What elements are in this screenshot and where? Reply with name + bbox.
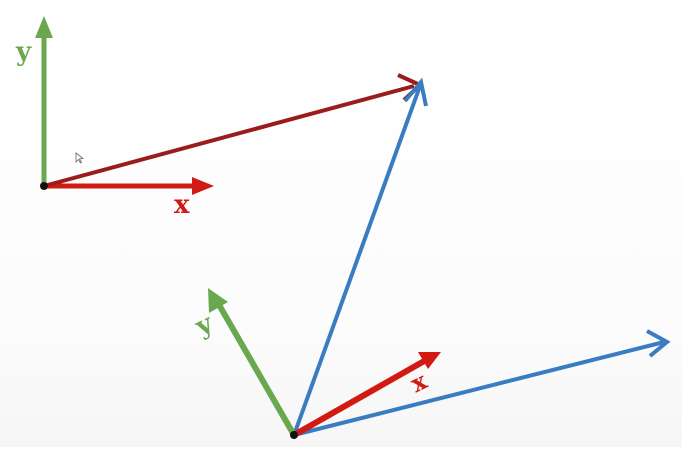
- bottom-y-axis-arrowhead: [208, 288, 228, 313]
- bottom-x-axis: [292, 357, 428, 438]
- bottom-y-label: y: [190, 308, 218, 342]
- top-x-axis-arrowhead: [192, 177, 214, 195]
- local-position-vector: [293, 340, 665, 437]
- top-y-axis-arrowhead: [35, 16, 53, 38]
- world-position-vector: [43, 84, 415, 188]
- mouse-pointer-icon: [75, 152, 84, 164]
- top-x-label: x: [174, 190, 190, 220]
- bottom-origin-dot: [290, 431, 298, 439]
- bottom-x-label: x: [406, 366, 432, 399]
- bottom-y-axis: [215, 301, 297, 437]
- origin-to-point-vector-arrowhead: [403, 77, 428, 107]
- bottom-x-axis-arrowhead: [418, 352, 441, 369]
- local-position-vector-arrowhead: [646, 329, 671, 358]
- top-y-label: y: [15, 37, 32, 67]
- origin-to-point-vector: [292, 85, 422, 436]
- top-origin-dot: [40, 182, 48, 190]
